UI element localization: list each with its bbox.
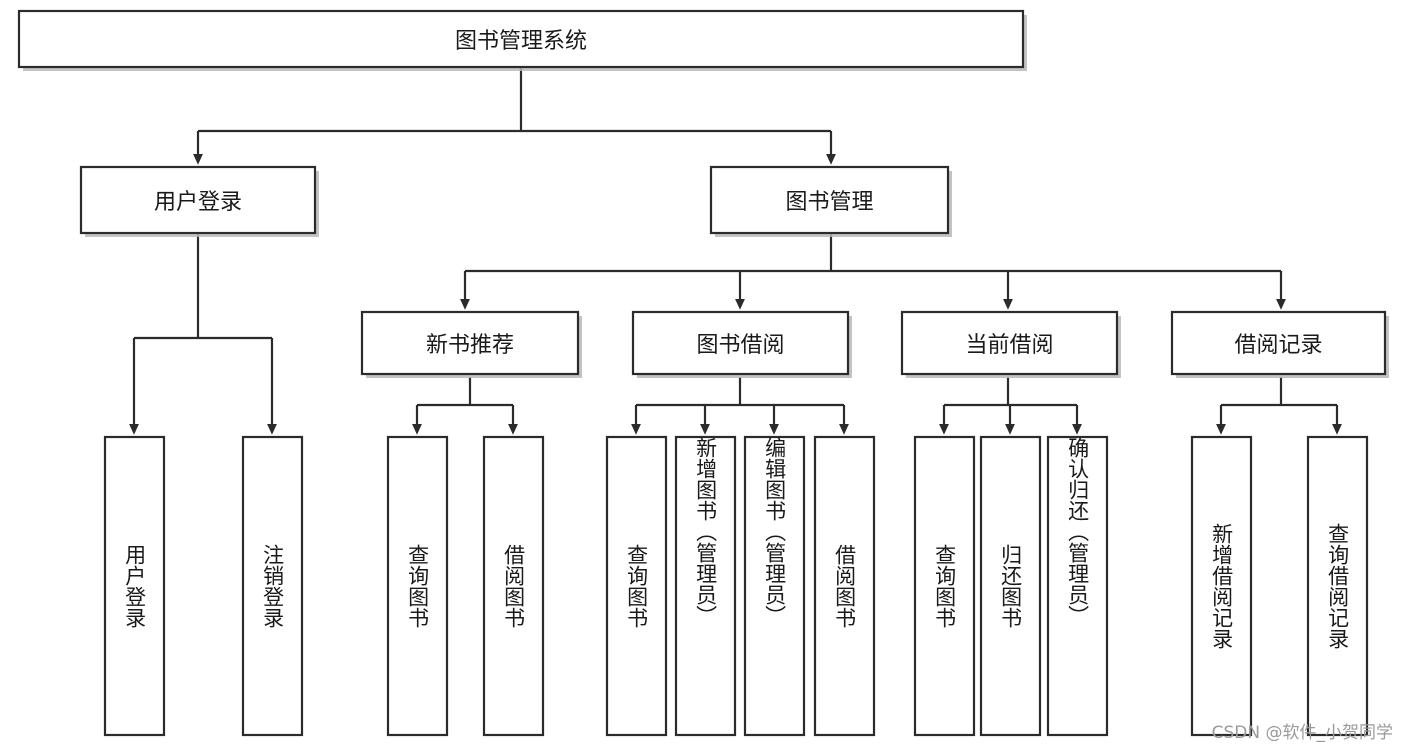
leaf-node[interactable] bbox=[979, 435, 1042, 737]
leaf-node[interactable] bbox=[605, 435, 668, 737]
connector-group-root bbox=[193, 67, 836, 165]
leaf-node[interactable] bbox=[913, 435, 976, 737]
leaf-node[interactable] bbox=[1190, 435, 1253, 737]
connector-group-borrow-record bbox=[1216, 377, 1342, 435]
connector-group-user-login bbox=[129, 233, 277, 435]
leaf-node[interactable] bbox=[482, 435, 545, 737]
node-current-borrow[interactable] bbox=[900, 310, 1121, 378]
node-book-management[interactable] bbox=[709, 165, 952, 237]
leaf-node[interactable] bbox=[103, 435, 166, 737]
node-root[interactable] bbox=[17, 9, 1027, 71]
leaf-node[interactable] bbox=[743, 435, 806, 737]
node-user-login[interactable] bbox=[79, 165, 319, 237]
leaf-node[interactable] bbox=[241, 435, 304, 737]
node-borrow-record[interactable] bbox=[1170, 310, 1389, 378]
connector-group-book-management bbox=[460, 233, 1286, 310]
leaf-node[interactable] bbox=[386, 435, 449, 737]
node-new-book-recommend[interactable] bbox=[360, 310, 582, 378]
leaf-node[interactable] bbox=[813, 435, 876, 737]
connector-group-book-borrow bbox=[631, 377, 849, 435]
leaf-node[interactable] bbox=[674, 435, 737, 737]
node-book-borrow[interactable] bbox=[631, 310, 852, 378]
leaf-node[interactable] bbox=[1046, 435, 1109, 737]
leaf-node[interactable] bbox=[1306, 435, 1369, 737]
connector-group-current-borrow bbox=[939, 377, 1082, 435]
connector-group-new-book bbox=[412, 377, 518, 435]
